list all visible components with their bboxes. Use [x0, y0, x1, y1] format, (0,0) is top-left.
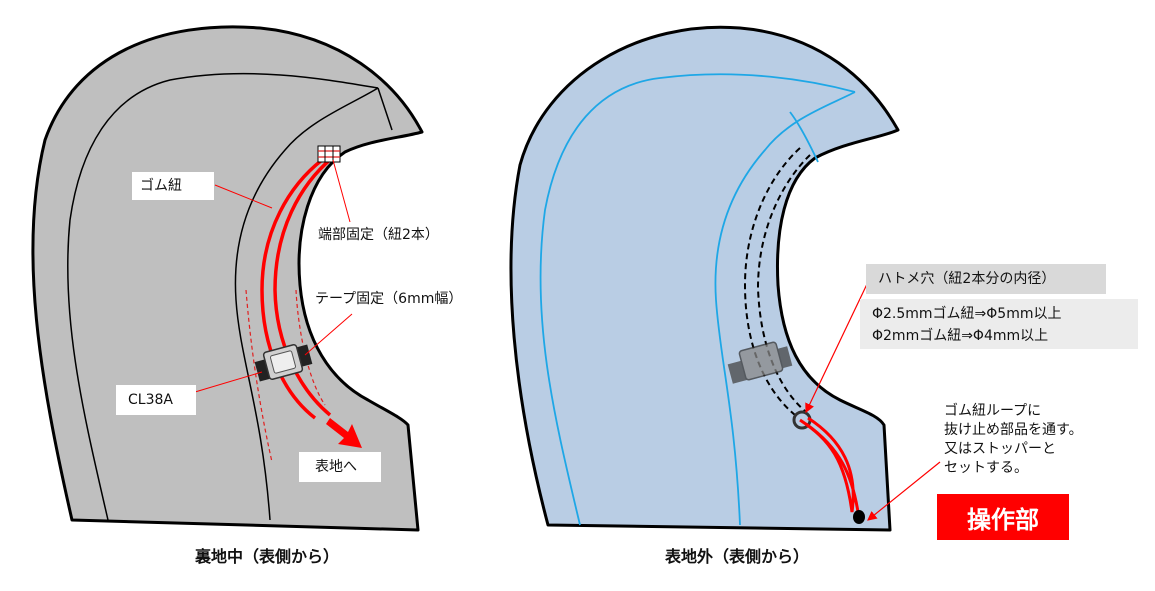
to-outer-arrow-icon	[326, 418, 362, 448]
label-end-fix: 端部固定（紐2本）	[315, 222, 442, 246]
leader-cl38a	[194, 371, 263, 393]
spec-box: Φ2.5mmゴム紐⇒Φ5mm以上 Φ2mmゴム紐⇒Φ4mm以上	[860, 299, 1138, 349]
label-cl38a: CL38A	[116, 385, 196, 415]
right-buckle-icon	[727, 341, 793, 384]
label-grommet: ハトメ穴（紐2本分の内径）	[866, 264, 1106, 294]
left-caption: 裏地中（表側から）	[195, 547, 340, 566]
right-caption: 表地外（表側から）	[665, 547, 810, 566]
leader-hatome	[805, 281, 869, 414]
left-seam-top	[377, 87, 393, 131]
note-text: ゴム紐ループに 抜け止め部品を通す。 又はストッパーと セットする。	[944, 402, 1083, 478]
label-gom-himo: ゴム紐	[132, 172, 214, 200]
right-hood	[509, 25, 941, 532]
right-cord-dash-1	[743, 147, 801, 416]
right-hood-shape	[509, 25, 900, 532]
label-tape-fix: テープ固定（6mm幅）	[312, 286, 466, 310]
leader-tanbu	[332, 159, 351, 223]
cl38a-buckle-icon	[254, 344, 313, 382]
leader-tape	[304, 313, 353, 356]
left-seam-arc	[234, 87, 379, 521]
stopper-icon	[853, 510, 865, 524]
left-cord-2	[273, 156, 334, 417]
left-cord-1	[260, 158, 324, 420]
end-fix-mark	[317, 145, 341, 163]
leader-gom	[214, 184, 273, 209]
leader-note	[867, 461, 941, 521]
right-cord-dash-2	[756, 154, 811, 413]
note-line-4: セットする。	[944, 460, 1028, 476]
label-to-outer: 表地へ	[299, 452, 381, 482]
left-seam-outer	[66, 72, 379, 521]
note-line-3: 又はストッパーと	[944, 441, 1056, 457]
note-line-1: ゴム紐ループに	[944, 403, 1042, 419]
operation-badge: 操作部	[937, 494, 1069, 540]
spec-line-2: Φ2mmゴム紐⇒Φ4mm以上	[872, 328, 1049, 344]
right-seam-arc	[714, 91, 856, 526]
note-line-2: 抜け止め部品を通す。	[944, 422, 1083, 438]
right-seam-top	[789, 111, 819, 163]
spec-line-1: Φ2.5mmゴム紐⇒Φ5mm以上	[872, 306, 1062, 322]
right-seam-outer	[539, 73, 856, 526]
operation-loop-2	[805, 422, 860, 513]
